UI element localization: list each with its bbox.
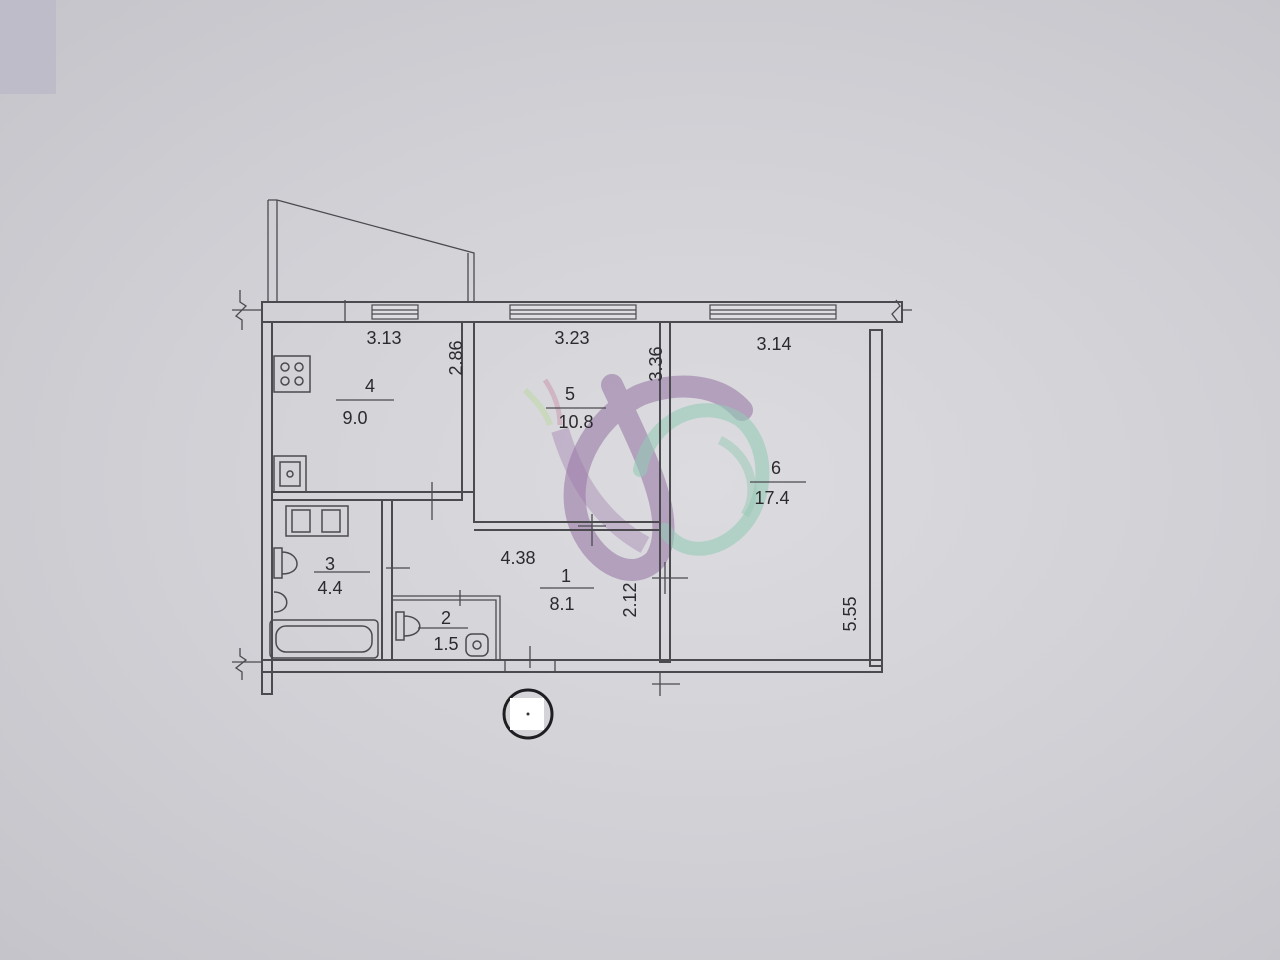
outer-walls: [232, 290, 912, 696]
room-2-area: 1.5: [433, 634, 458, 654]
room-5-number: 5: [565, 384, 575, 404]
dim-room5-width: 3.23: [554, 328, 589, 348]
window-room6: [709, 304, 837, 320]
interior-walls: [272, 300, 688, 668]
balcony: [267, 199, 475, 302]
room-5-area: 10.8: [558, 412, 593, 432]
room-1-area: 8.1: [549, 594, 574, 614]
room-4-number: 4: [365, 376, 375, 396]
bathtub-icon: [269, 619, 379, 659]
entrance-marker: [502, 688, 554, 740]
kitchen-sink-icon: [273, 455, 307, 493]
bidet-icon: [273, 591, 288, 613]
room-2-number: 2: [441, 608, 451, 628]
dim-hall-depth: 2.12: [620, 582, 640, 617]
room-labels: 4 9.0 5 10.8 6 17.4 3 4.4 1 8.1 2 1.5: [314, 376, 806, 654]
dim-kitchen-depth: 2.86: [446, 340, 466, 375]
window-kitchen: [371, 304, 419, 320]
dim-kitchen-width: 3.13: [366, 328, 401, 348]
room-6-number: 6: [771, 458, 781, 478]
room-6-area: 17.4: [754, 488, 789, 508]
dimension-labels: 3.13 3.23 3.14 4.38 2.86 3.36 2.12 5.55: [366, 328, 860, 632]
stove-icon: [273, 355, 311, 393]
dim-room5-depth: 3.36: [646, 346, 666, 381]
window-room5: [509, 304, 637, 320]
room-4-area: 9.0: [342, 408, 367, 428]
room-1-number: 1: [561, 566, 571, 586]
dim-hall-length: 4.38: [500, 548, 535, 568]
redacted-corner: [0, 0, 56, 94]
room-3-area: 4.4: [317, 578, 342, 598]
room-3-number: 3: [325, 554, 335, 574]
toilet-wc-icon: [395, 611, 421, 641]
dim-room6-width: 3.14: [756, 334, 791, 354]
toilet-icon: [273, 547, 298, 579]
washbasin-icon: [285, 505, 349, 537]
wc-sink-icon: [465, 633, 489, 657]
dim-room6-depth: 5.55: [840, 596, 860, 631]
fixtures: [269, 355, 489, 659]
